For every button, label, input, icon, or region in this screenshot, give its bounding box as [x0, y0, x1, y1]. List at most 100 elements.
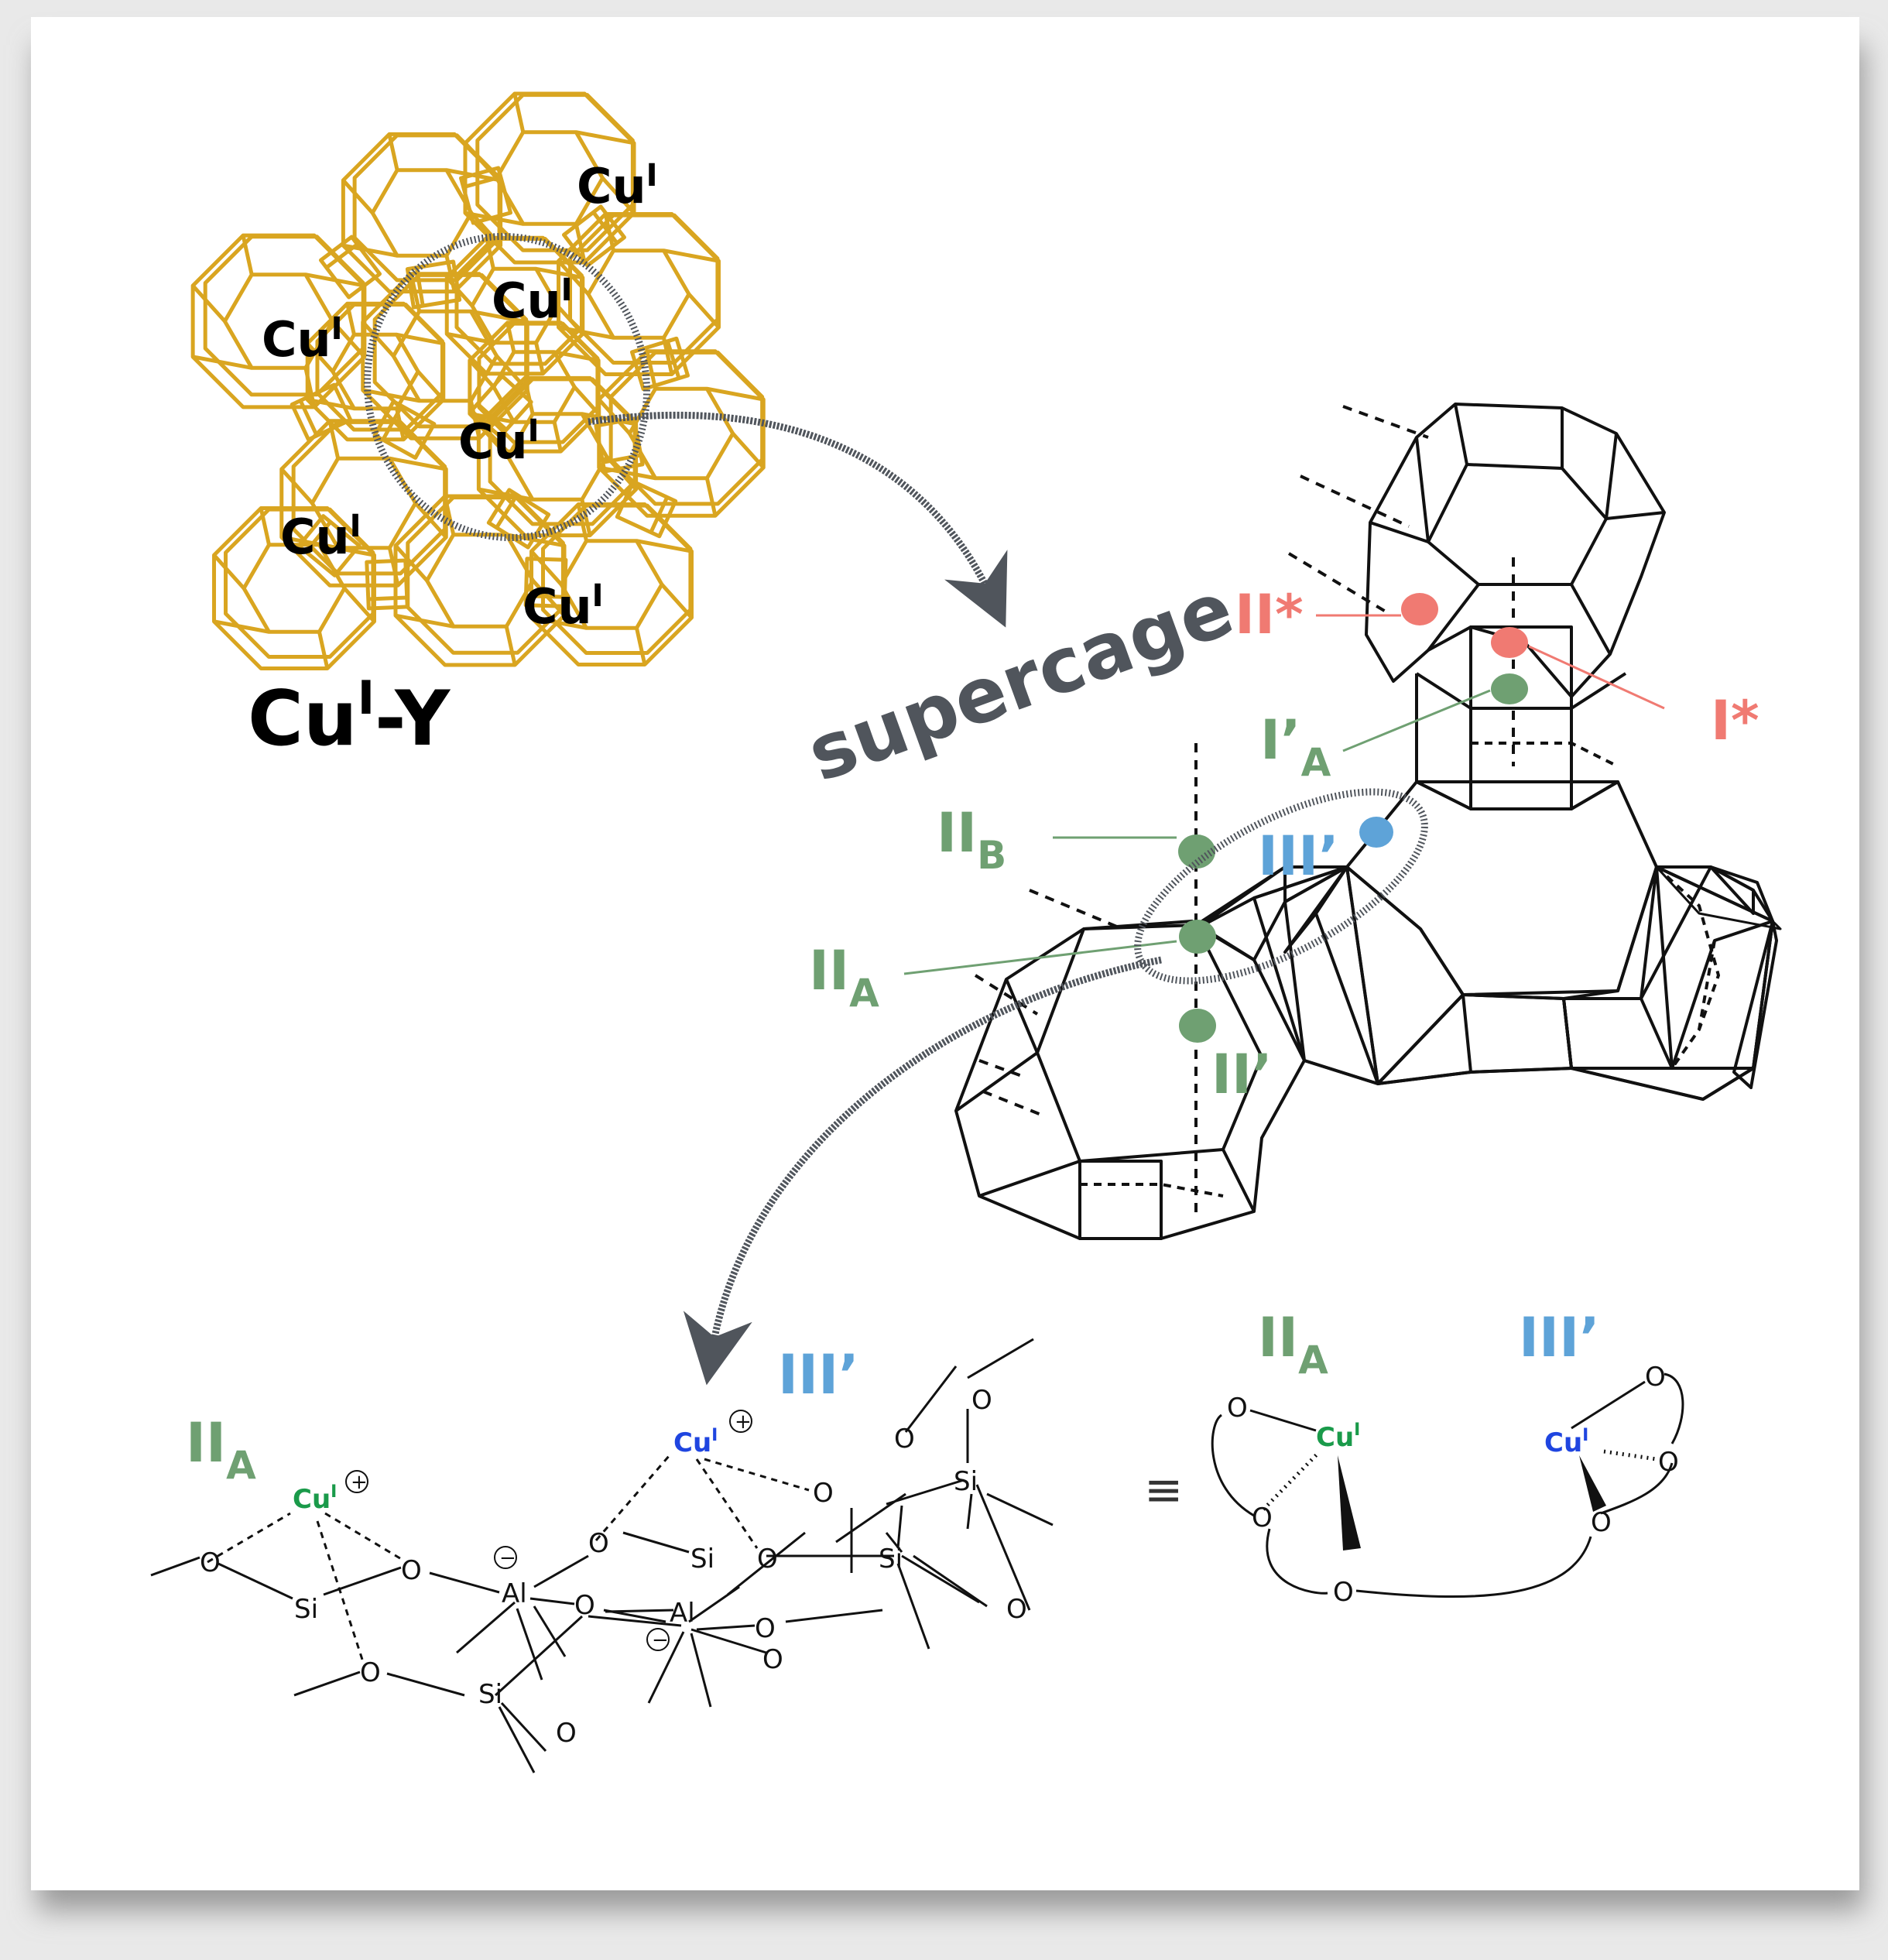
- framework-edge: [368, 595, 407, 601]
- framework-edge: [331, 320, 366, 358]
- framework-edge: [687, 293, 721, 329]
- site-II-star-label: II*: [1235, 583, 1304, 646]
- framework-edge: [362, 388, 420, 403]
- framework-edge: [505, 322, 516, 353]
- simplified-structure: [1211, 1372, 1684, 1598]
- sodalite-cage-drawing: [954, 403, 1782, 1240]
- atom-O: O: [1333, 1577, 1354, 1608]
- framework-edge: [635, 627, 647, 666]
- atom-Si: Si: [879, 1544, 903, 1575]
- plus-charge: +: [735, 1410, 752, 1434]
- chem-tag-III-prime: III’: [778, 1343, 859, 1407]
- framework-edge: [279, 468, 314, 505]
- atom-O: O: [762, 1644, 783, 1675]
- framework-edge: [304, 520, 332, 553]
- atom-O: O: [574, 1590, 595, 1621]
- framework-edge: [553, 350, 599, 363]
- framework-edge: [372, 272, 529, 429]
- leader-I-star: [1528, 645, 1665, 710]
- framework-cu-labels: CuI CuI CuI CuI CuI CuI: [262, 158, 658, 635]
- cu-label-1: CuI: [577, 158, 658, 214]
- atom-O: O: [1006, 1594, 1027, 1625]
- framework-edge: [290, 382, 353, 442]
- site-II-A-dot: [1179, 920, 1216, 954]
- framework-edge: [372, 399, 437, 460]
- site-II-star-dot: [1401, 593, 1438, 625]
- site-labels: II* I* I’A IIB III’ IIA II’: [809, 583, 1760, 1106]
- framework-edge: [458, 166, 513, 225]
- framework-edge: [512, 93, 526, 133]
- atom-O: O: [360, 1657, 381, 1688]
- cu-label-6: CuI: [523, 578, 604, 635]
- atom-O: O: [813, 1478, 834, 1509]
- equivalence-symbol: ≡: [1144, 1463, 1183, 1517]
- atom-O: O: [588, 1528, 609, 1559]
- framework-edge: [591, 211, 618, 245]
- framework-edge: [296, 514, 361, 577]
- framework-edge: [394, 544, 429, 582]
- atom-O: O: [1658, 1447, 1679, 1478]
- framework-edge: [601, 176, 636, 214]
- supercage-ring: [364, 232, 650, 542]
- atom-O: O: [971, 1385, 992, 1416]
- site-markers: [903, 593, 1665, 1043]
- site-II-B-label: IIB: [937, 801, 1006, 878]
- cu-label-4: CuI: [458, 413, 540, 470]
- framework-edge: [343, 587, 376, 623]
- leader-II-A: [903, 940, 1177, 975]
- framework-edge: [192, 355, 252, 370]
- framework-edge: [387, 133, 399, 171]
- minus-charge: −: [652, 1629, 669, 1652]
- framework-edge: [663, 248, 719, 263]
- framework-edge: [649, 496, 670, 533]
- framework-edge: [573, 385, 601, 416]
- site-III-prime-label: III’: [1258, 824, 1339, 888]
- framework-edge: [706, 386, 764, 402]
- cu-label-2: CuI: [492, 272, 573, 329]
- framework-edge: [531, 615, 587, 630]
- framework-edge: [214, 619, 269, 634]
- framework-edge: [523, 377, 535, 415]
- framework-edge: [395, 613, 454, 629]
- framework-edge: [602, 453, 642, 464]
- atom-O: O: [1645, 1362, 1666, 1393]
- framework-edge: [486, 488, 551, 550]
- framework-edge: [536, 266, 584, 280]
- site-I-prime-A-label: I’A: [1260, 708, 1331, 785]
- framework-edge: [574, 223, 587, 263]
- charges: − − + +: [345, 1410, 752, 1652]
- framework-edge: [552, 421, 563, 452]
- framework-edge: [561, 204, 627, 268]
- cu-site-III-prime: CuI: [673, 1426, 718, 1458]
- framework-edge: [241, 235, 254, 276]
- atom-O: O: [200, 1547, 221, 1578]
- atom-O: O: [1252, 1503, 1273, 1533]
- framework-edge: [341, 179, 375, 214]
- framework-edge: [504, 625, 517, 666]
- framework-edge: [406, 495, 565, 655]
- framework-edge: [704, 478, 718, 516]
- atom-O: O: [1591, 1507, 1612, 1538]
- site-II-prime-label: II’: [1211, 1043, 1273, 1106]
- framework-edge: [414, 267, 425, 307]
- framework-edge: [575, 130, 635, 146]
- site-I-prime-A-dot: [1491, 673, 1528, 704]
- cu-label-3: CuI: [262, 311, 343, 368]
- framework-edge: [615, 479, 678, 539]
- atom-Si: Si: [954, 1466, 978, 1497]
- framework-edge: [317, 631, 330, 670]
- arrow-to-structure: [683, 956, 1162, 1386]
- atom-O: O: [1227, 1393, 1248, 1424]
- framework-edge: [485, 237, 495, 269]
- framework-edge: [319, 543, 375, 557]
- framework-edge: [476, 402, 508, 431]
- framework-edge: [526, 594, 565, 599]
- framework-title: CuI-Y: [248, 671, 451, 763]
- site-II-A-label: IIA: [809, 939, 879, 1016]
- framework-edge: [396, 332, 444, 346]
- framework-edge: [523, 557, 568, 608]
- framework-edge: [416, 370, 445, 402]
- atom-Si: Si: [690, 1544, 714, 1575]
- framework-edge: [534, 342, 545, 375]
- framework-edge: [224, 507, 375, 659]
